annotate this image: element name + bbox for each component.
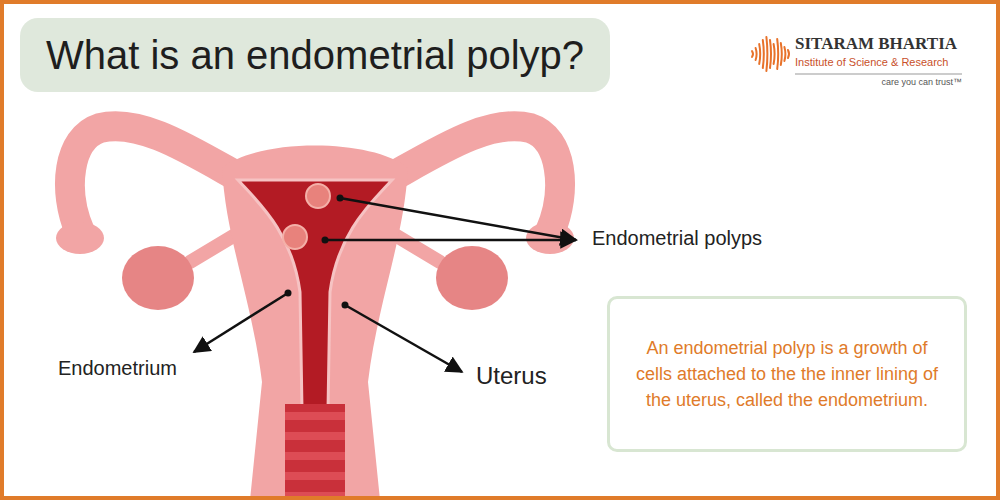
title-box: What is an endometrial polyp? (20, 18, 610, 92)
ovary (436, 246, 508, 310)
logo-rule (795, 74, 962, 75)
logo-wave (770, 40, 771, 68)
description-text: An endometrial polyp is a growth of cell… (626, 335, 948, 413)
ovary (122, 246, 194, 310)
part-label: Endometrial polyps (592, 227, 762, 250)
logo-tagline: care you can trust™ (881, 77, 962, 87)
title-text: What is an endometrial polyp? (46, 33, 584, 78)
vaginal-band (285, 452, 345, 460)
polyp (306, 184, 330, 208)
leader-dots (285, 195, 349, 309)
polyp (283, 225, 307, 249)
vaginal-canal (285, 404, 345, 500)
logo-wave (756, 48, 757, 60)
uterine-cavity (238, 180, 392, 410)
logo-wave (784, 47, 785, 61)
vaginal-bands (285, 412, 345, 500)
fallopian-tube (70, 126, 240, 232)
logo-icon (752, 37, 789, 71)
description-box: An endometrial polyp is a growth of cell… (607, 296, 967, 452)
fimbriae (56, 222, 104, 254)
logo-wave (774, 44, 775, 64)
logo-wave (752, 51, 753, 57)
logo-name: SITARAM BHARTIA (795, 34, 957, 54)
vaginal-band (285, 412, 345, 420)
vaginal-band (285, 472, 345, 480)
logo-wave (781, 43, 782, 65)
fallopian-tube (390, 126, 560, 232)
vaginal-band (285, 432, 345, 440)
part-label: Endometrium (58, 357, 177, 380)
logo-wave (763, 40, 764, 68)
part-label: Uterus (476, 362, 547, 390)
logo-wave (777, 39, 778, 69)
logo-wave (766, 37, 767, 71)
logo-wave (788, 50, 789, 58)
logo-subtitle: Institute of Science & Research (795, 56, 948, 69)
leader-lines (194, 198, 576, 372)
logo-wave (759, 44, 760, 64)
